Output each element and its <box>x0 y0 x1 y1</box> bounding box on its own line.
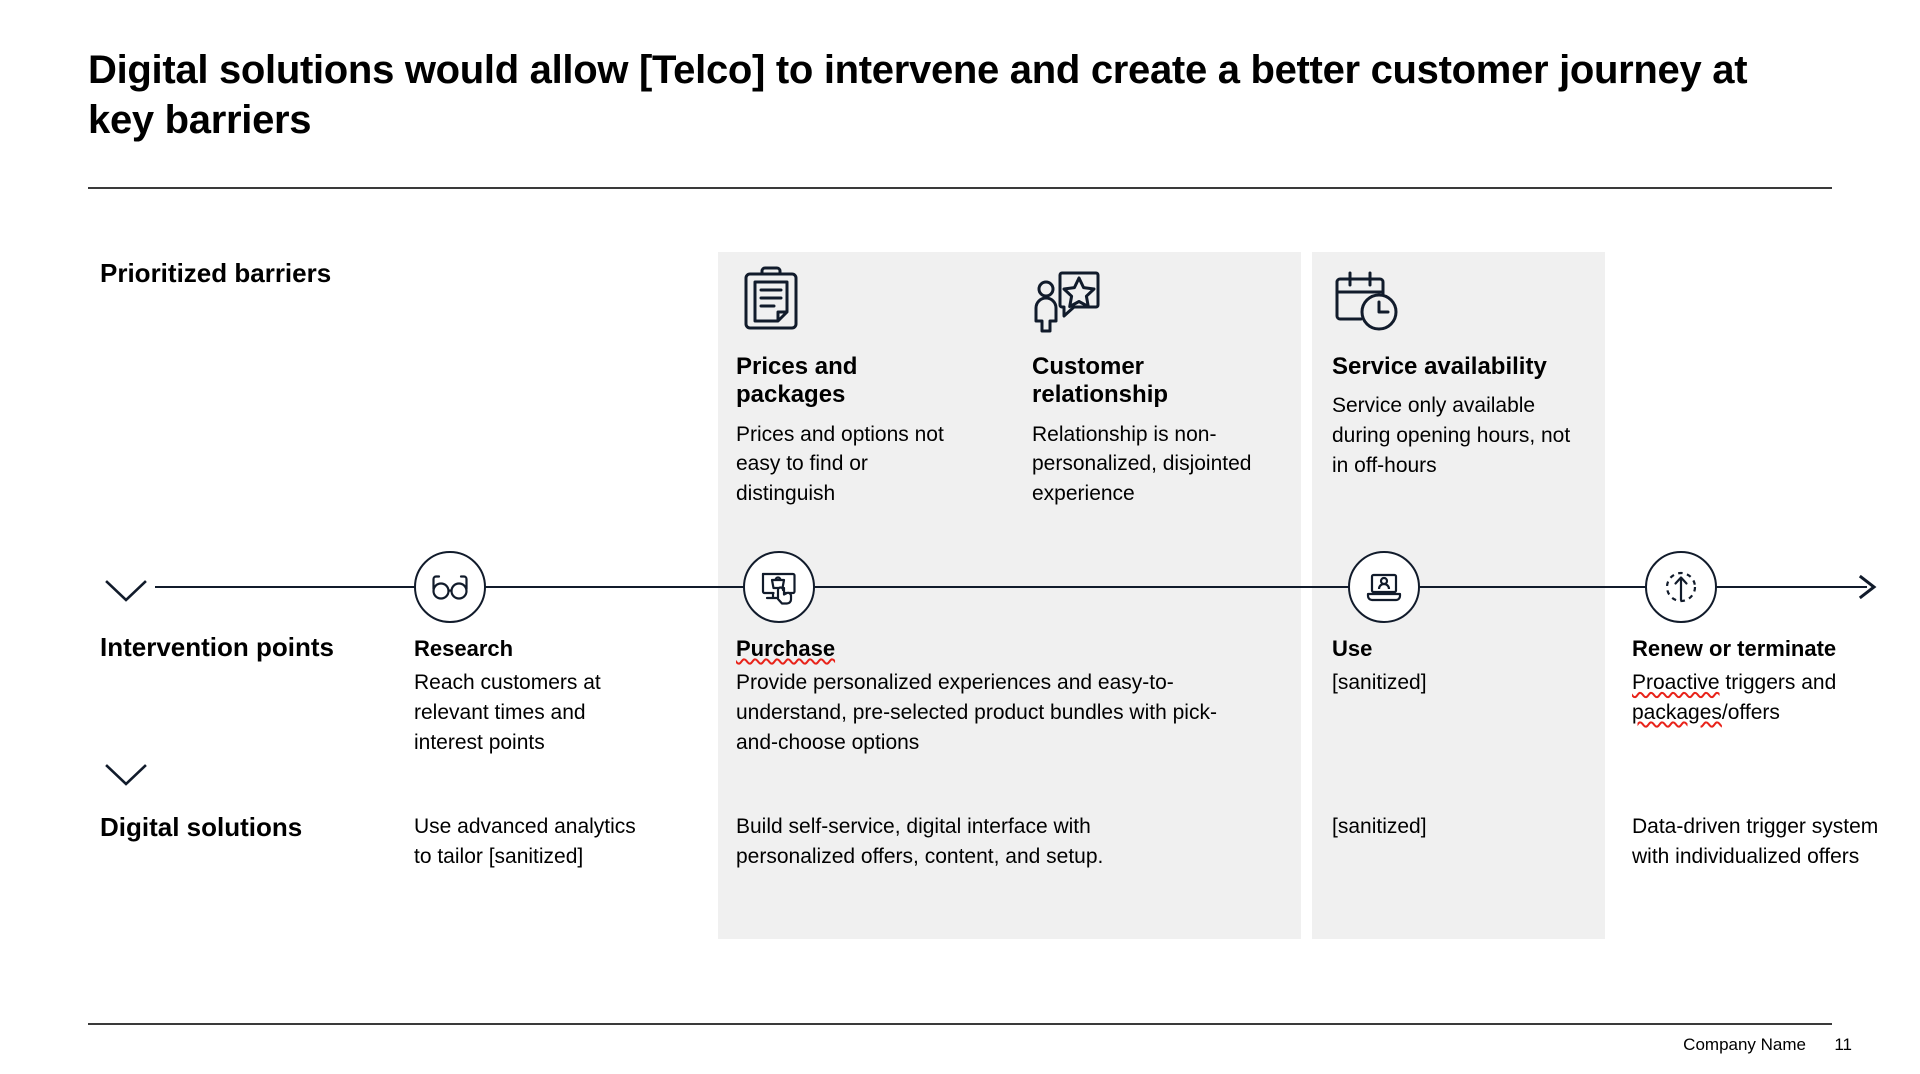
intervention-cell-purchase: Purchase Provide personalized experience… <box>736 636 1256 758</box>
barrier-description: Relationship is non-personalized, disjoi… <box>1032 422 1252 506</box>
title-divider <box>88 187 1832 189</box>
arrow-right-icon <box>1855 572 1885 602</box>
solution-text-use: [sanitized] <box>1332 815 1427 838</box>
stage-name-renew: Renew or terminate <box>1632 636 1837 661</box>
solution-cell-research: Use advanced analytics to tailor [saniti… <box>414 812 639 872</box>
solution-text-purchase: Build self-service, digital interface wi… <box>736 815 1104 868</box>
intervention-cell-research: Research Reach customers at relevant tim… <box>414 636 644 758</box>
barrier-card-prices-and-packages: Prices and packages Prices and options n… <box>736 265 956 509</box>
glasses-icon <box>430 567 470 607</box>
renew-arrow-icon <box>1661 567 1701 607</box>
journey-node-use[interactable] <box>1348 551 1420 623</box>
barrier-card-customer-relationship: Customer relationship Relationship is no… <box>1032 265 1277 509</box>
journey-node-research[interactable] <box>414 551 486 623</box>
misspelled-word: packages <box>1632 701 1722 725</box>
row-label-digital-solutions: Digital solutions <box>100 812 303 842</box>
barrier-title: Customer relationship <box>1032 353 1169 409</box>
barrier-title: Service availability <box>1332 353 1547 380</box>
journey-node-purchase[interactable] <box>743 551 815 623</box>
intervention-cell-renew: Renew or terminate Proactive triggers an… <box>1632 636 1892 728</box>
page-title: Digital solutions would allow [Telco] to… <box>88 48 1748 142</box>
intervention-text-renew: Proactive triggers and packages/offers <box>1632 668 1892 728</box>
barrier-title: Prices and packages <box>736 353 858 409</box>
monitor-basket-hand-icon <box>759 567 799 607</box>
chevron-down-icon-intervention <box>104 578 148 604</box>
chevron-down-icon-solutions <box>104 762 148 788</box>
stage-name-research: Research <box>414 636 514 661</box>
footer-company-name: Company Name <box>1683 1035 1806 1054</box>
solution-cell-purchase: Build self-service, digital interface wi… <box>736 812 1206 872</box>
solution-text-research: Use advanced analytics to tailor [saniti… <box>414 815 636 868</box>
solution-text-renew: Data-driven trigger system with individu… <box>1632 815 1879 868</box>
footer-divider <box>88 1023 1832 1025</box>
highlight-panel-purchase <box>718 252 1301 939</box>
intervention-text-part: triggers and <box>1719 671 1837 695</box>
intervention-text-purchase: Provide personalized experiences and eas… <box>736 671 1217 755</box>
misspelled-word: Purchase <box>736 636 836 661</box>
barrier-description: Prices and options not easy to find or d… <box>736 422 944 506</box>
laptop-person-icon <box>1364 567 1404 607</box>
person-feedback-star-icon <box>1032 265 1102 335</box>
misspelled-word: Proactive <box>1632 671 1720 695</box>
barrier-card-service-availability: Service availability Service only availa… <box>1332 265 1577 481</box>
clipboard-document-icon <box>736 265 806 335</box>
footer-page-number: 11 <box>1834 1035 1852 1054</box>
solution-cell-renew: Data-driven trigger system with individu… <box>1632 812 1882 872</box>
intervention-text-use: [sanitized] <box>1332 671 1427 695</box>
row-label-prioritized-barriers: Prioritized barriers <box>100 258 332 288</box>
stage-name-purchase: Purchase <box>736 636 1256 662</box>
intervention-cell-use: Use [sanitized] <box>1332 636 1582 698</box>
stage-name-use: Use <box>1332 636 1373 661</box>
barrier-description: Service only available during opening ho… <box>1332 394 1571 477</box>
calendar-clock-icon <box>1332 265 1402 335</box>
solution-cell-use: [sanitized] <box>1332 812 1582 842</box>
journey-node-renew-or-terminate[interactable] <box>1645 551 1717 623</box>
journey-axis-line <box>155 586 1867 588</box>
intervention-text-research: Reach customers at relevant times and in… <box>414 671 601 755</box>
row-label-intervention-points: Intervention points <box>100 632 334 662</box>
intervention-text-part: /offers <box>1721 701 1780 725</box>
